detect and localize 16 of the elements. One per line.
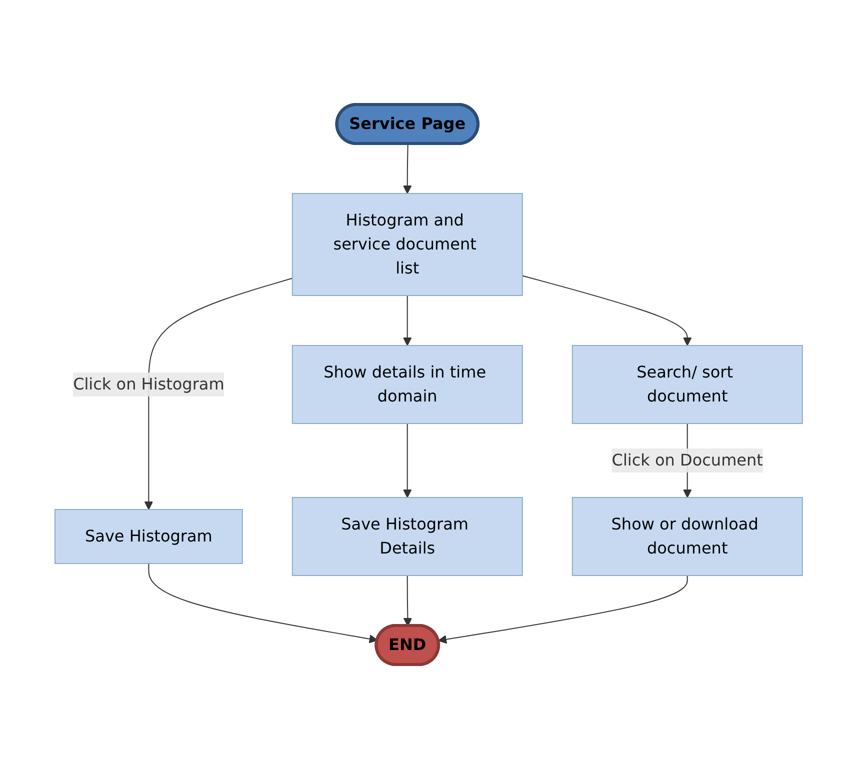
arrow xyxy=(402,295,412,346)
edge-label: Click on Histogram xyxy=(72,374,224,394)
node-box: Show or download document xyxy=(572,497,803,576)
node-box: Save Histogram xyxy=(54,509,243,564)
node-box: Save Histogram Details xyxy=(292,497,523,576)
node-box: Search/ sort document xyxy=(572,345,803,424)
arrow xyxy=(402,144,412,194)
arrow xyxy=(148,563,378,644)
arrow xyxy=(403,575,412,626)
arrow xyxy=(144,278,293,510)
arrow xyxy=(402,423,412,498)
node-box: Histogram and service document list xyxy=(292,193,523,296)
edge-label: Click on Document xyxy=(612,450,763,470)
arrow xyxy=(522,275,692,346)
node-box: Show details in time domain xyxy=(292,345,523,424)
arrow xyxy=(438,575,688,644)
